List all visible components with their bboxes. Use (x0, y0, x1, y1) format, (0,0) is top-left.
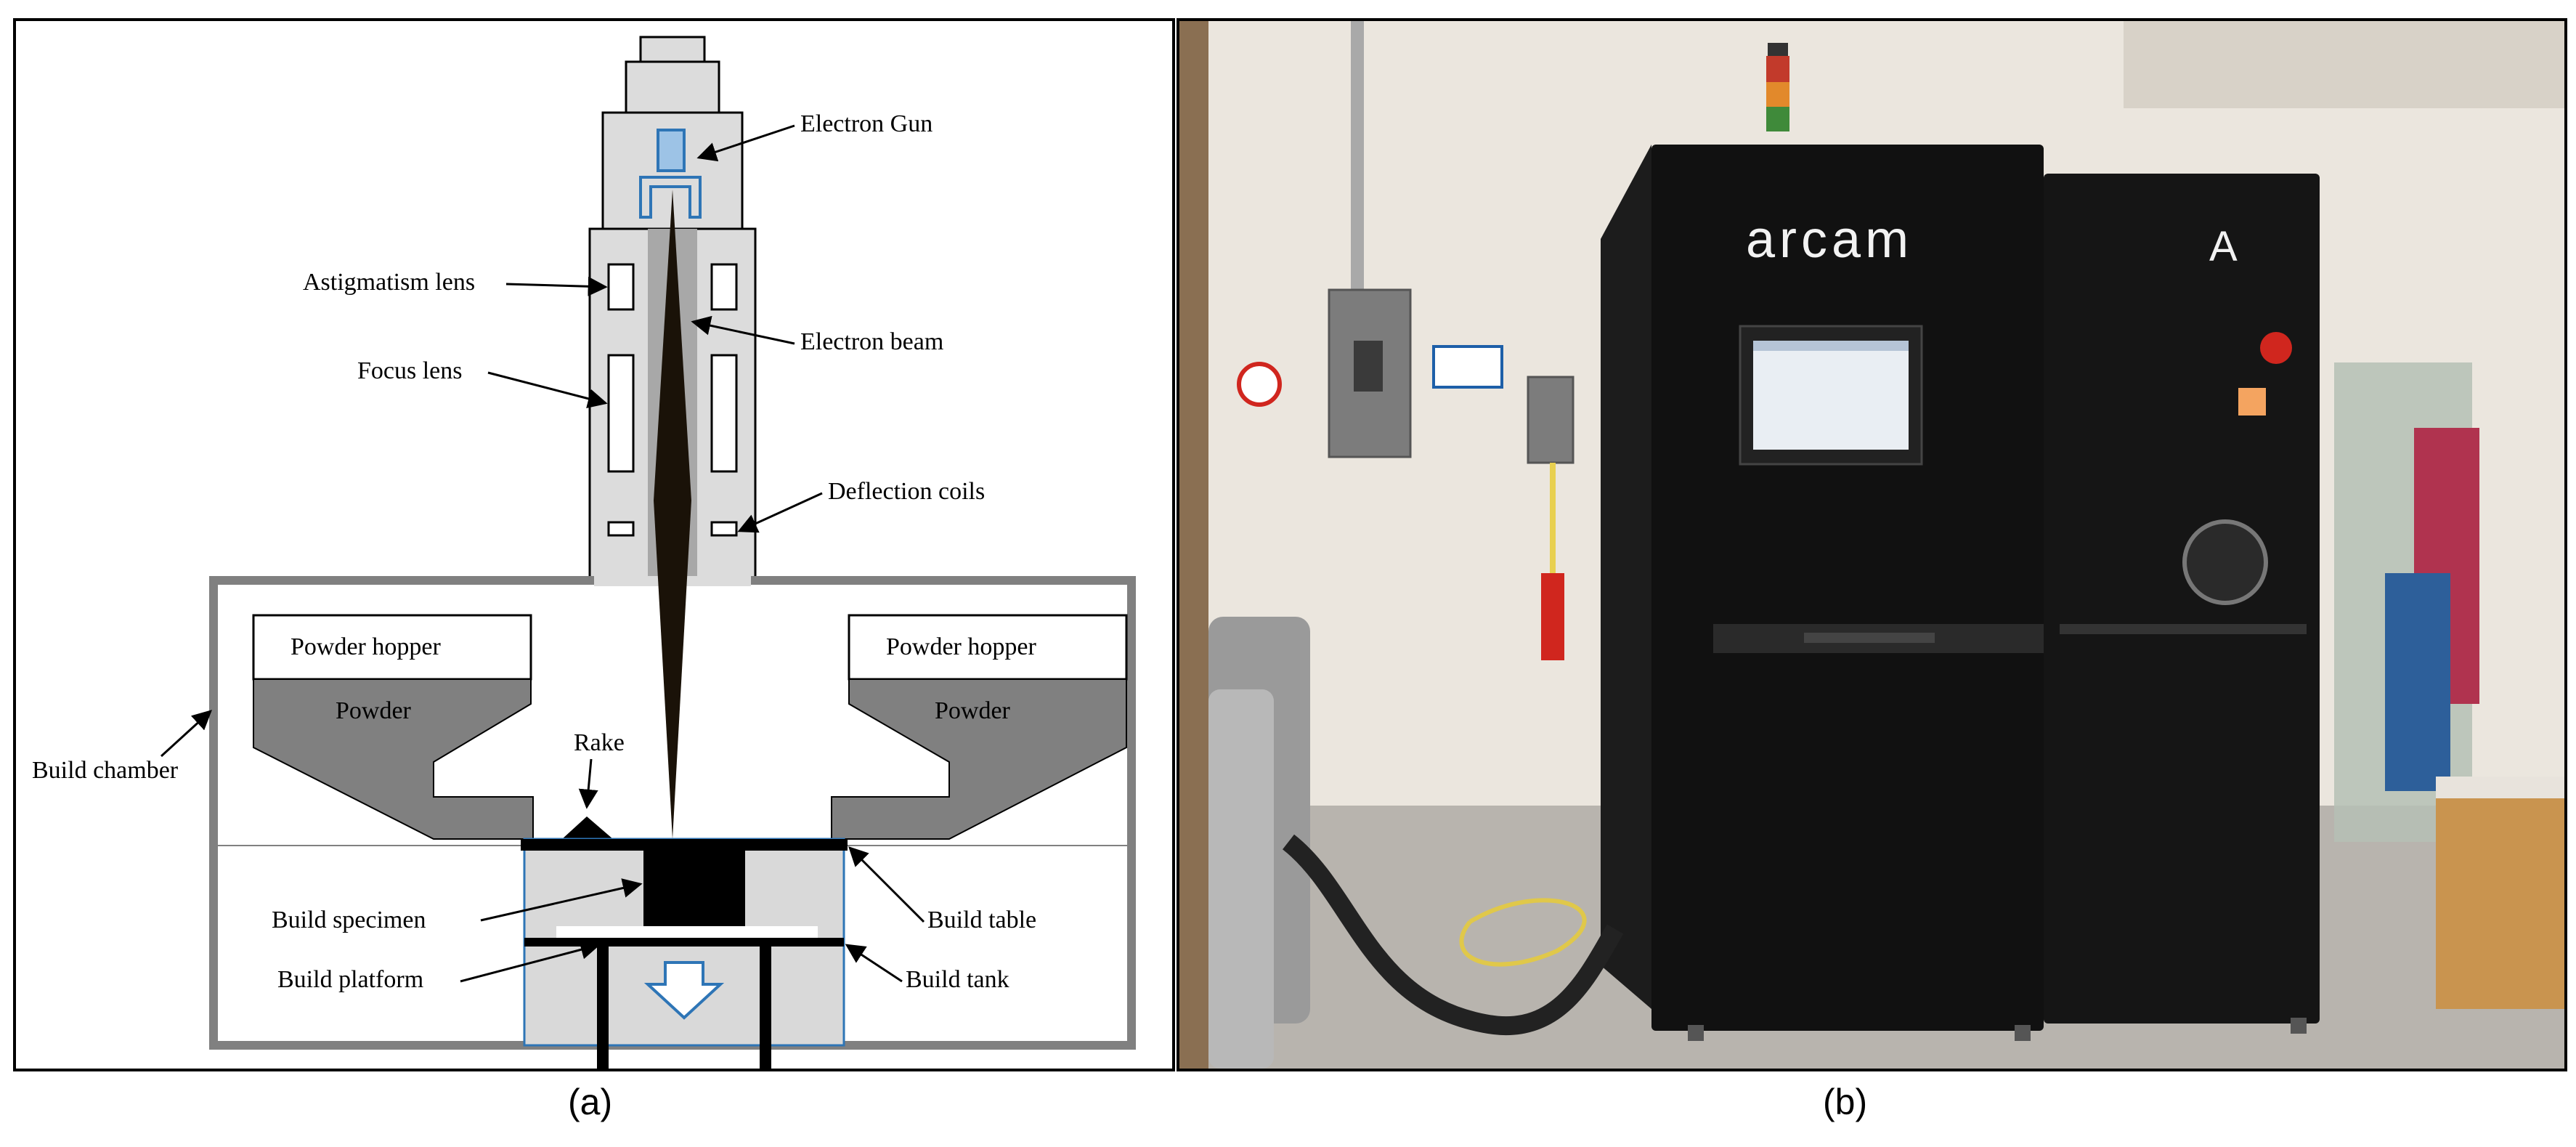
electron-gun-icon (657, 129, 686, 172)
wall-sign-blue (1432, 345, 1503, 389)
conduit-vertical (1351, 21, 1364, 312)
label-build-chamber: Build chamber (32, 757, 179, 784)
ebm-schematic-diagram: Electron Gun Astigmatism lens Electron b… (32, 36, 1136, 1069)
machine-right-cabinet (2044, 174, 2320, 1024)
red-plug (1541, 573, 1564, 660)
powder-hopper-left (252, 614, 532, 681)
arrow-electron-beam (691, 315, 795, 345)
rake-icon (562, 816, 613, 839)
blue-bins (2385, 573, 2450, 791)
yellow-floor-cable (1459, 898, 1587, 967)
label-build-table: Build table (927, 907, 1036, 933)
wooden-crate-top (2436, 777, 2564, 798)
label-powder-right: Powder (935, 697, 1011, 724)
focus-lens-left (607, 354, 635, 473)
arrow-build-tank (845, 944, 903, 983)
viewport-window (2182, 519, 2268, 605)
vacuum-hose (1282, 834, 1624, 1036)
powder-hopper-right (848, 614, 1128, 681)
caption-b: (b) (1823, 1082, 1868, 1122)
arcam-logo: arcam (1746, 211, 1913, 269)
machine-foot-2 (2015, 1025, 2031, 1041)
build-platform-leg-left (597, 947, 609, 1069)
hmi-screen (1753, 341, 1909, 450)
signal-tower-orange (1766, 82, 1789, 107)
small-switch-box (1527, 376, 1575, 464)
sticky-note (2238, 388, 2266, 416)
build-table (521, 839, 848, 851)
ebm-schematic-panel: Electron Gun Astigmatism lens Electron b… (13, 18, 1175, 1071)
build-platform (524, 938, 844, 947)
machine-side-panel (1601, 145, 1651, 1009)
arrow-build-chamber (160, 710, 212, 758)
powder-right (831, 678, 1127, 840)
label-rake: Rake (574, 729, 625, 756)
arrow-electron-gun (696, 124, 795, 162)
arrow-build-specimen (480, 878, 643, 922)
label-electron-gun: Electron Gun (800, 110, 933, 137)
arcam-machine-photo: arcam A (1177, 18, 2567, 1071)
label-astigmatism-lens: Astigmatism lens (303, 269, 475, 296)
arrow-focus-lens (487, 371, 608, 408)
signal-tower-green (1766, 107, 1789, 131)
build-specimen (643, 851, 745, 926)
signal-tower-red (1766, 56, 1789, 82)
vacuum-canister-front (1208, 689, 1274, 1069)
gun-cap (639, 36, 706, 63)
gun-housing-top (625, 60, 720, 114)
arrow-astigmatism-lens (505, 276, 608, 296)
no-phone-sign-icon (1237, 362, 1282, 407)
wooden-crate (2436, 791, 2564, 1009)
wall-left-edge (1179, 21, 1208, 1069)
deflection-coil-left (607, 521, 635, 537)
label-powder-hopper-right: Powder hopper (886, 633, 1036, 660)
ceiling-area (2124, 21, 2564, 108)
hmi-screen-bar (1753, 341, 1909, 351)
astigmatism-lens-right (710, 263, 738, 311)
label-build-tank: Build tank (906, 966, 1009, 993)
model-badge: A (2209, 223, 2238, 270)
arrow-deflection-coils (737, 492, 823, 533)
chamber-door-handle (2060, 624, 2307, 634)
build-platform-leg-right (760, 947, 771, 1069)
signal-tower-cap (1768, 43, 1788, 56)
leader-arrows (160, 124, 925, 983)
label-deflection-coils: Deflection coils (828, 478, 985, 505)
machine-photo-illustration: arcam A (1179, 21, 2564, 1069)
label-focus-lens: Focus lens (357, 357, 463, 384)
astigmatism-lens-left (607, 263, 635, 311)
build-specimen-base (556, 926, 818, 938)
label-powder-left: Powder (336, 697, 412, 724)
disconnect-switch-handle (1354, 341, 1383, 392)
arrow-rake (578, 758, 598, 809)
caption-a: (a) (568, 1082, 613, 1122)
deflection-coil-right (710, 521, 738, 537)
tray-handle (1804, 633, 1935, 643)
focus-lens-right (710, 354, 738, 473)
label-electron-beam: Electron beam (800, 328, 943, 355)
electron-beam (654, 190, 691, 839)
machine-left-cabinet (1651, 145, 2044, 1031)
arrow-build-table (848, 846, 925, 923)
down-arrow-icon (643, 961, 725, 1020)
emergency-stop-button (2260, 332, 2292, 364)
machine-foot-3 (2291, 1018, 2307, 1034)
electron-gun-cathode-icon (639, 176, 702, 219)
powder-left (253, 678, 534, 840)
machine-foot-1 (1688, 1025, 1704, 1041)
label-build-platform: Build platform (277, 966, 423, 993)
label-powder-hopper-left: Powder hopper (290, 633, 441, 660)
label-build-specimen: Build specimen (272, 907, 426, 933)
arrow-build-platform (460, 940, 601, 983)
